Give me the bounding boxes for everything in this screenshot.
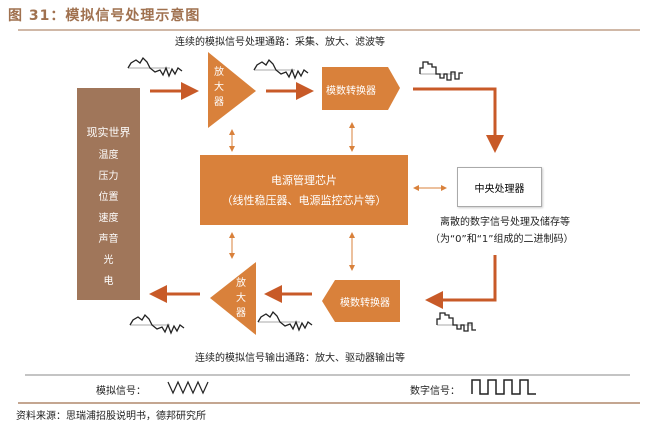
amp-char: 大	[236, 293, 246, 304]
power-management-box: 电源管理芯片 （线性稳压器、电源监控芯片等）	[200, 155, 408, 225]
power-title: 电源管理芯片	[271, 174, 337, 187]
analog-wave-4	[129, 313, 185, 335]
real-world-item: 电	[103, 276, 114, 287]
dac-label: 模数转换器	[340, 298, 390, 309]
amplifier-bottom	[210, 262, 256, 335]
analog-wave-3	[257, 310, 313, 332]
digital-legend-icon	[471, 379, 536, 395]
legend-analog-label: 模拟信号：	[96, 386, 146, 397]
adc-label: 模数转换器	[326, 86, 376, 97]
analog-wave-1	[127, 56, 183, 78]
source-note: 资料来源：思瑞浦招股说明书，德邦研究所	[16, 411, 206, 422]
cpu-box: 中央处理器	[457, 167, 542, 207]
real-world-title: 现实世界	[86, 126, 131, 139]
real-world-item: 压力	[98, 171, 119, 182]
bottom-path-label: 连续的模拟信号输出通路：放大、驱动器输出等	[195, 353, 405, 364]
digital-desc-line1: 离散的数字信号处理及储存等	[440, 217, 570, 228]
digital-desc-line2: （为“0”和“1”组成的二进制码）	[430, 234, 574, 245]
analog-legend-icon	[167, 380, 209, 395]
cpu-label: 中央处理器	[474, 183, 525, 195]
amp-char: 器	[236, 308, 246, 319]
real-world-item: 声音	[98, 234, 119, 245]
figure-title: 图 31：模拟信号处理示意图	[8, 8, 201, 24]
amp-char: 放	[236, 278, 246, 289]
arrow-cpu-to-dac	[425, 255, 497, 309]
top-path-label: 连续的模拟信号处理通路：采集、放大、滤波等	[175, 37, 385, 48]
real-world-item: 位置	[98, 192, 119, 203]
amp-char: 大	[214, 82, 224, 93]
digital-wave-1	[419, 61, 463, 81]
amp-top-label: 放 大 器	[214, 65, 226, 110]
amp-bottom-label: 放 大 器	[236, 276, 248, 321]
digital-wave-2	[436, 312, 476, 332]
real-world-box: 现实世界 温度 压力 位置 速度 声音 光 电	[77, 88, 140, 300]
amp-char: 放	[214, 67, 224, 78]
arrow-adc-to-cpu	[413, 87, 504, 153]
power-subtitle: （线性稳压器、电源监控芯片等）	[221, 194, 387, 207]
real-world-item: 光	[103, 255, 114, 266]
dac-shape	[322, 280, 400, 322]
adc-shape	[322, 67, 400, 110]
real-world-item: 温度	[98, 150, 119, 161]
analog-wave-2	[253, 58, 309, 80]
amplifier-top	[208, 52, 256, 128]
legend-digital-label: 数字信号：	[410, 386, 460, 397]
amp-char: 器	[214, 97, 224, 108]
real-world-item: 速度	[98, 213, 119, 224]
